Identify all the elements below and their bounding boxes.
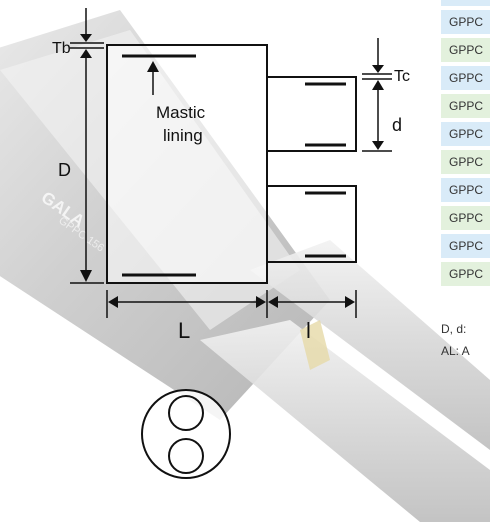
table-row: GPPC [441, 38, 490, 62]
cable-leg-lower [200, 320, 490, 522]
spec-table: GPPC GPPC GPPC GPPC GPPC GPPC GPPC GPPC … [441, 0, 490, 290]
table-notes: D, d: AL: A [441, 318, 490, 362]
label-mastic-line1: Mastic [156, 103, 206, 122]
main-sleeve-outline [106, 44, 268, 284]
label-L: L [178, 318, 190, 343]
table-row: GPPC [441, 234, 490, 258]
note-line: D, d: [441, 322, 467, 336]
table-row: GPPC [441, 150, 490, 174]
label-D: D [58, 160, 71, 180]
note-line: AL: A [441, 344, 470, 358]
table-row: GPPC [441, 178, 490, 202]
cross-section-core-upper [168, 395, 204, 431]
table-row: GPPC [441, 122, 490, 146]
cross-section-outer [141, 389, 231, 479]
mastic-arrow-icon [147, 61, 159, 72]
label-l: l [306, 318, 311, 343]
table-row: GPPC [441, 10, 490, 34]
upper-leg-outline [268, 76, 357, 152]
cross-section-core-lower [168, 438, 204, 474]
tc-arrow-icon [372, 65, 384, 73]
cable-leg-upper [250, 240, 490, 450]
label-d: d [392, 115, 402, 135]
label-mastic-line2: lining [163, 126, 203, 145]
tb-arrow-icon [80, 34, 92, 42]
table-row: GPPC [441, 66, 490, 90]
table-row: GPPC [441, 262, 490, 286]
label-Tb: Tb [52, 40, 71, 57]
table-header-strip [441, 0, 490, 6]
lower-leg-outline [268, 185, 357, 263]
table-row: GPPC [441, 206, 490, 230]
label-Tc: Tc [394, 68, 410, 85]
table-row: GPPC [441, 94, 490, 118]
